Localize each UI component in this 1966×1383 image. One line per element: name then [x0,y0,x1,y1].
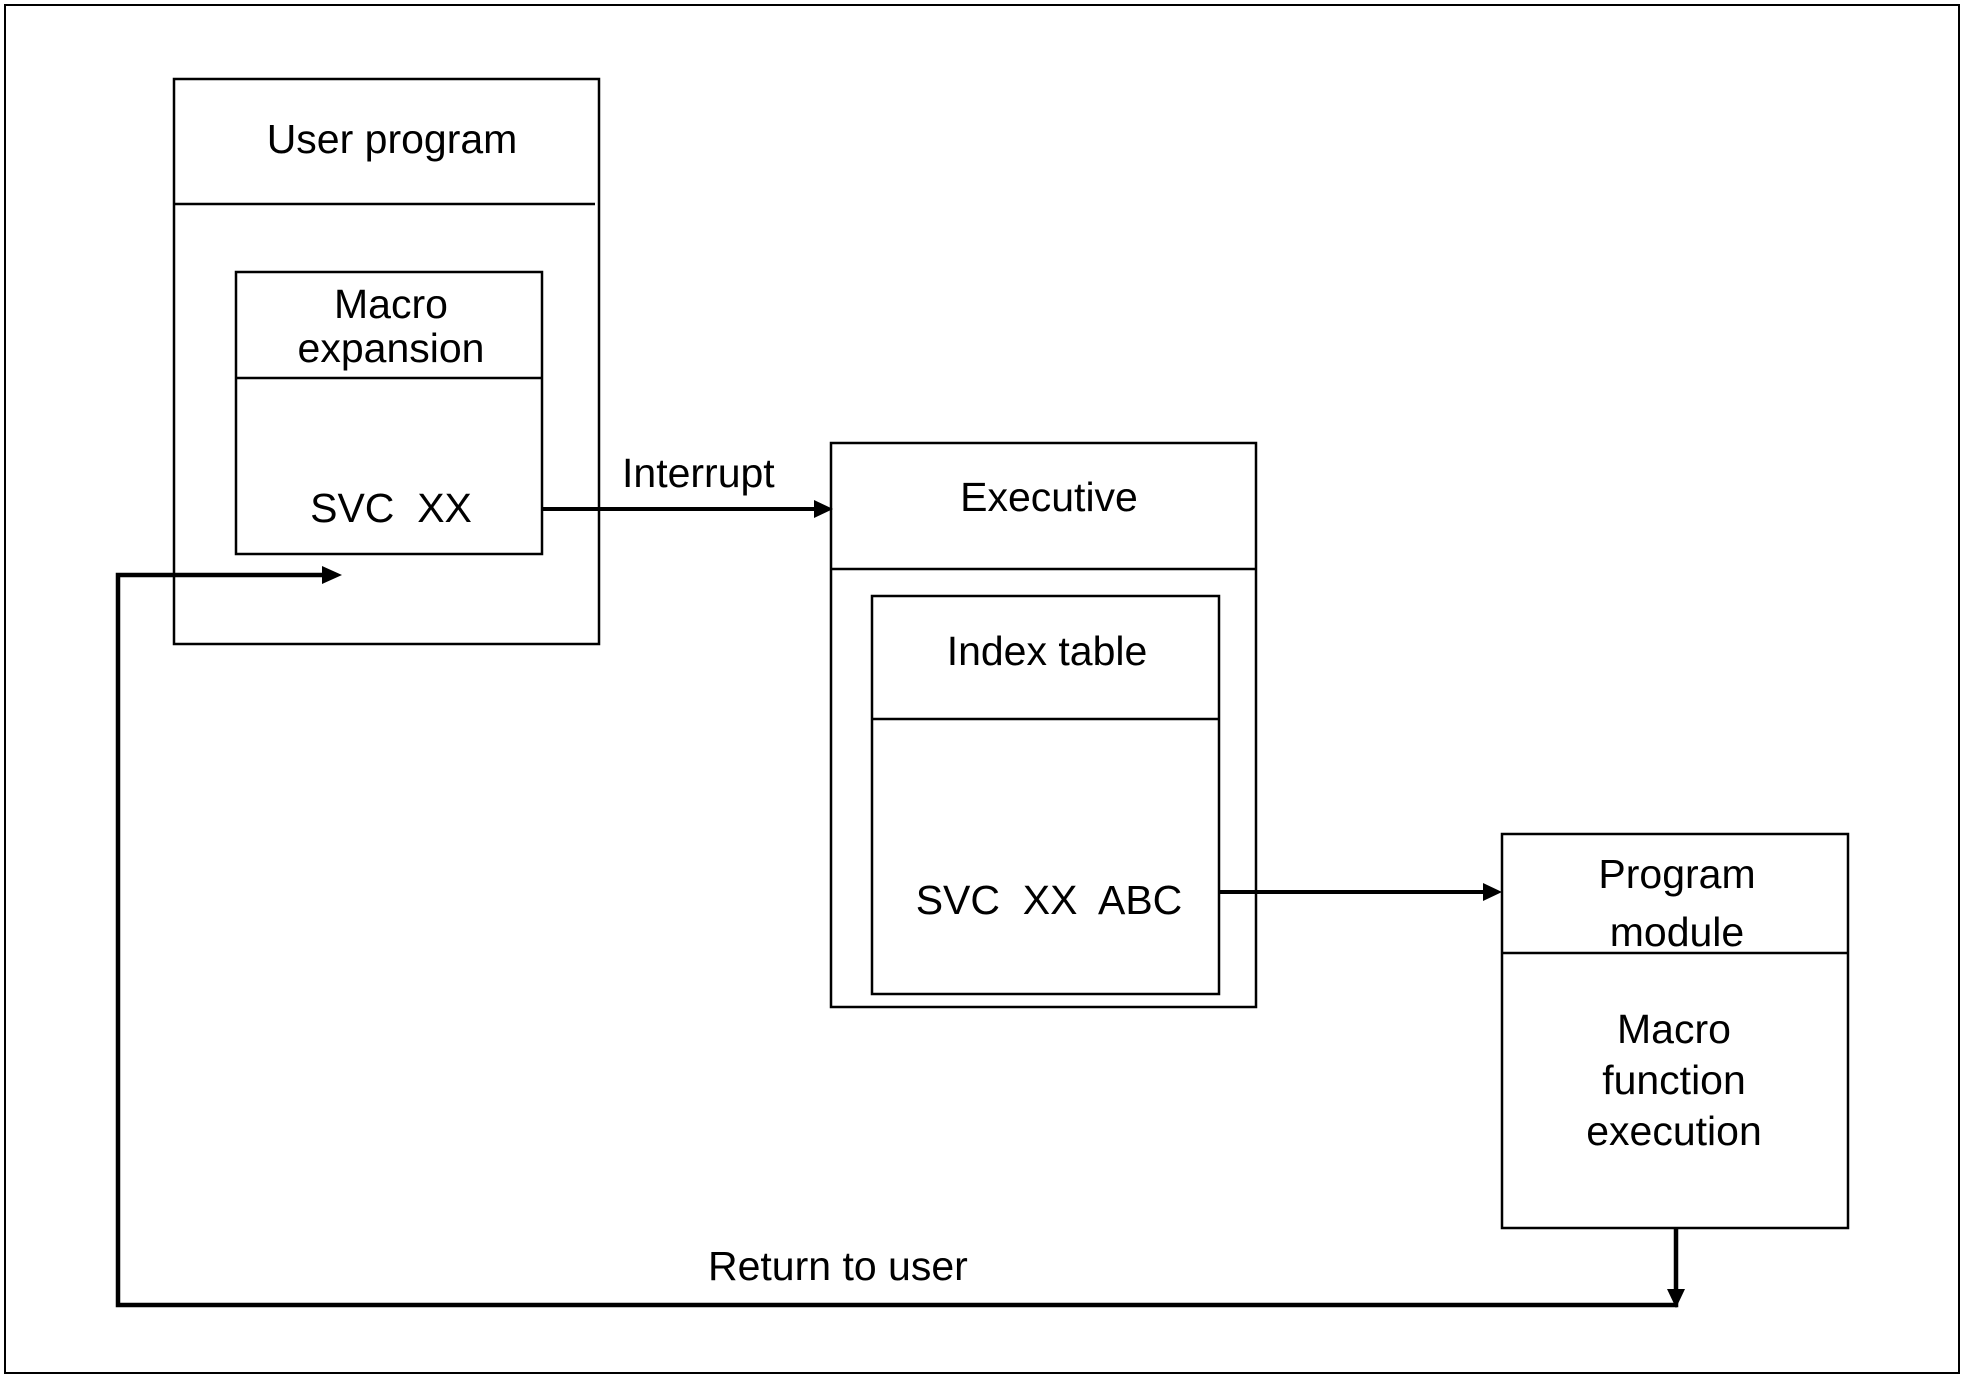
program-module-body-line2: function [1602,1057,1746,1103]
user-program-border [172,77,601,646]
executive-title: Executive [960,474,1138,520]
macro-expansion-title-line1: Macro [334,281,448,327]
program-module-title-line2: module [1610,909,1744,955]
outer-frame [4,4,1960,1374]
svc-instruction: SVC XX [310,485,472,531]
dispatch-arrowhead [1483,883,1502,901]
return-down-arrowhead [1667,1289,1685,1308]
program-module-body-line1: Macro [1617,1006,1731,1052]
return-arrow: Return to user [115,566,1685,1308]
index-table-title: Index table [947,628,1148,674]
return-arrowhead [322,566,342,584]
interrupt-arrow: Interrupt [542,450,833,518]
return-to-user-label: Return to user [708,1243,968,1289]
macro-expansion-box: Macro expansion SVC XX [234,270,544,556]
interrupt-label: Interrupt [622,450,775,496]
index-table-box: Index table SVC XX ABC [870,594,1221,996]
index-table-border [870,594,1221,996]
index-table-entry: SVC XX ABC [916,877,1183,923]
executive-box: Executive Index table SVC XX ABC [829,441,1258,1009]
return-arrow-path [115,572,1679,1308]
user-program-box: User program Macro expansion SVC XX [172,77,601,646]
program-module-title-line1: Program [1598,851,1755,897]
executive-border [829,441,1258,1009]
dispatch-arrow [1219,883,1502,901]
macro-expansion-title-line2: expansion [298,325,485,371]
program-module-body-line3: execution [1586,1108,1762,1154]
interrupt-arrowhead [814,500,833,518]
program-module-box: Program module Macro function execution [1500,832,1850,1230]
user-program-title: User program [267,116,518,162]
macro-expansion-border [234,270,544,556]
